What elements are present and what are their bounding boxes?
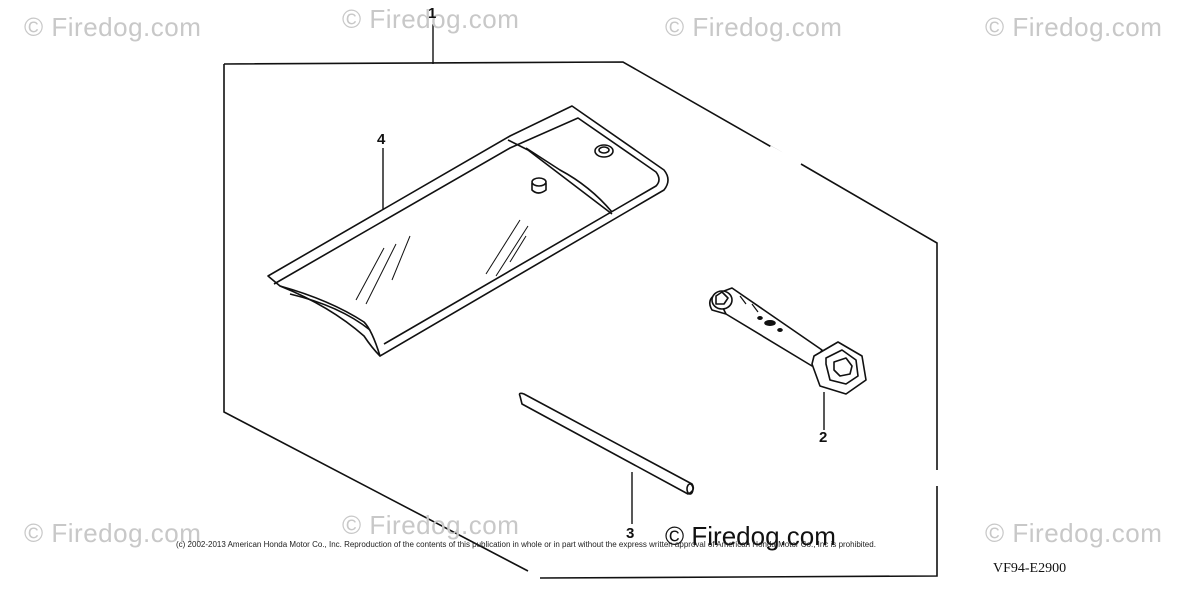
watermark-bottom-center-left: © Firedog.com <box>342 510 520 540</box>
center-watermark: © Firedog.com <box>665 521 836 551</box>
watermark-top-left: © Firedog.com <box>24 12 202 42</box>
callout-tool-bag[interactable]: 4 <box>377 131 386 148</box>
callout-handle-bar[interactable]: 3 <box>626 525 635 542</box>
handle-bar-illustration <box>518 392 695 495</box>
watermark-top-center-left: © Firedog.com <box>342 4 520 34</box>
watermark-top-center-right: © Firedog.com <box>665 12 843 42</box>
watermark-bottom-left: © Firedog.com <box>24 518 202 548</box>
plug-wrench-illustration <box>708 287 867 395</box>
diagram-code: VF94-E2900 <box>993 561 1067 576</box>
copyright-notice: (c) 2002-2013 American Honda Motor Co., … <box>176 540 876 549</box>
watermark-bottom-right: © Firedog.com <box>985 518 1163 548</box>
callout-kit[interactable]: 1 <box>428 5 437 22</box>
callout-plug-wrench[interactable]: 2 <box>819 429 828 446</box>
watermark-top-right: © Firedog.com <box>985 12 1163 42</box>
kit-outline <box>223 61 939 579</box>
tool-bag-illustration <box>267 105 669 357</box>
